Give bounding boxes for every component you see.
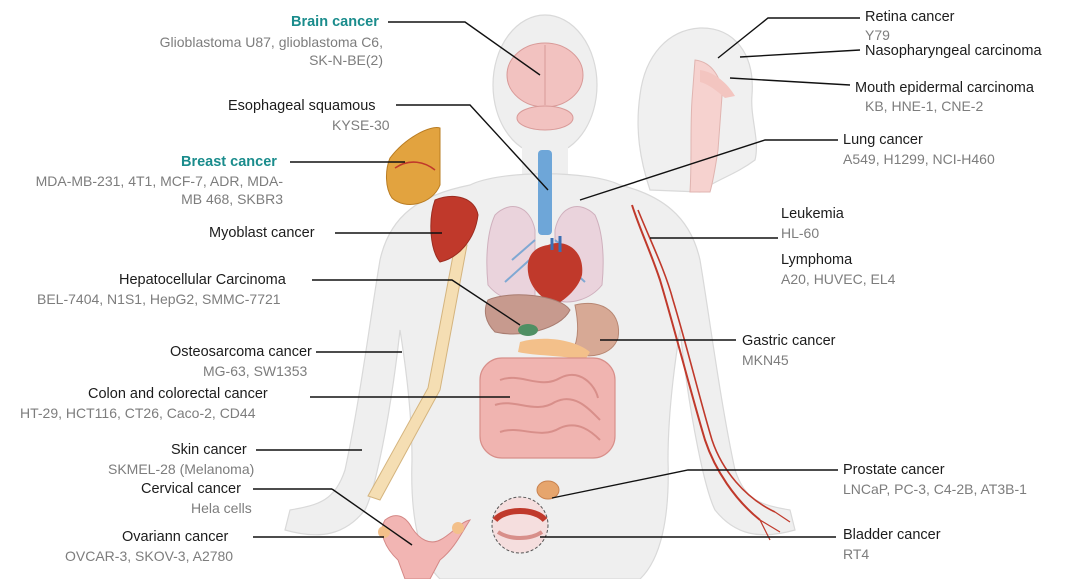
brain-cells-2: SK-N-BE(2) — [309, 52, 383, 69]
leukemia-title: Leukemia — [781, 206, 844, 223]
lymphoma-title: Lymphoma — [781, 252, 852, 269]
esophageal-title: Esophageal squamous — [228, 98, 376, 115]
ovarian-title: Ovariann cancer — [122, 529, 228, 546]
colon-cells: HT-29, HCT116, CT26, Caco-2, CD44 — [20, 405, 256, 422]
lymphoma-cells: A20, HUVEC, EL4 — [781, 271, 895, 288]
bladder-organ — [537, 481, 559, 499]
mouth-cells: KB, HNE-1, CNE-2 — [865, 98, 983, 115]
gastric-cells: MKN45 — [742, 352, 789, 369]
lung-title: Lung cancer — [843, 132, 923, 149]
brain-organ — [507, 43, 583, 130]
osteosarcoma-cells: MG-63, SW1353 — [203, 363, 307, 380]
breast-cells-1: MDA-MB-231, 4T1, MCF-7, ADR, MDA- — [36, 173, 283, 190]
retina-cells: Y79 — [865, 27, 890, 44]
brain-cells-1: Glioblastoma U87, glioblastoma C6, — [160, 34, 383, 51]
hepatocellular-cells: BEL-7404, N1S1, HepG2, SMMC-7721 — [37, 291, 281, 308]
skin-title: Skin cancer — [171, 442, 247, 459]
mouth-title: Mouth epidermal carcinoma — [855, 80, 1034, 97]
gastric-title: Gastric cancer — [742, 333, 835, 350]
prostate-cells: LNCaP, PC-3, C4-2B, AT3B-1 — [843, 481, 1027, 498]
cervical-cells: Hela cells — [191, 500, 252, 517]
osteosarcoma-title: Osteosarcoma cancer — [170, 344, 312, 361]
intestines-organ — [480, 358, 615, 458]
prostate-title: Prostate cancer — [843, 462, 945, 479]
head-profile — [638, 28, 756, 192]
brain-title: Brain cancer — [291, 14, 379, 31]
skin-cells: SKMEL-28 (Melanoma) — [108, 461, 254, 478]
bladder-cells: RT4 — [843, 546, 869, 563]
retina-title: Retina cancer — [865, 9, 954, 26]
leukemia-cells: HL-60 — [781, 225, 819, 242]
hepatocellular-title: Hepatocellular Carcinoma — [119, 272, 286, 289]
nasopharyngeal-title: Nasopharyngeal carcinoma — [865, 43, 1042, 60]
lung-cells: A549, H1299, NCI-H460 — [843, 151, 995, 168]
ovarian-cells: OVCAR-3, SKOV-3, A2780 — [65, 548, 233, 565]
bladder-title: Bladder cancer — [843, 527, 941, 544]
breast-inset — [386, 128, 440, 205]
bladder-zoom-inset — [492, 497, 548, 553]
cervical-title: Cervical cancer — [141, 481, 241, 498]
trachea-organ — [538, 150, 552, 235]
esophageal-cells: KYSE-30 — [332, 117, 390, 134]
colon-title: Colon and colorectal cancer — [88, 386, 268, 403]
breast-cells-2: MB 468, SKBR3 — [181, 191, 283, 208]
leader-nasopharyngeal — [740, 50, 860, 57]
breast-title: Breast cancer — [181, 154, 277, 171]
myoblast-title: Myoblast cancer — [209, 225, 315, 242]
